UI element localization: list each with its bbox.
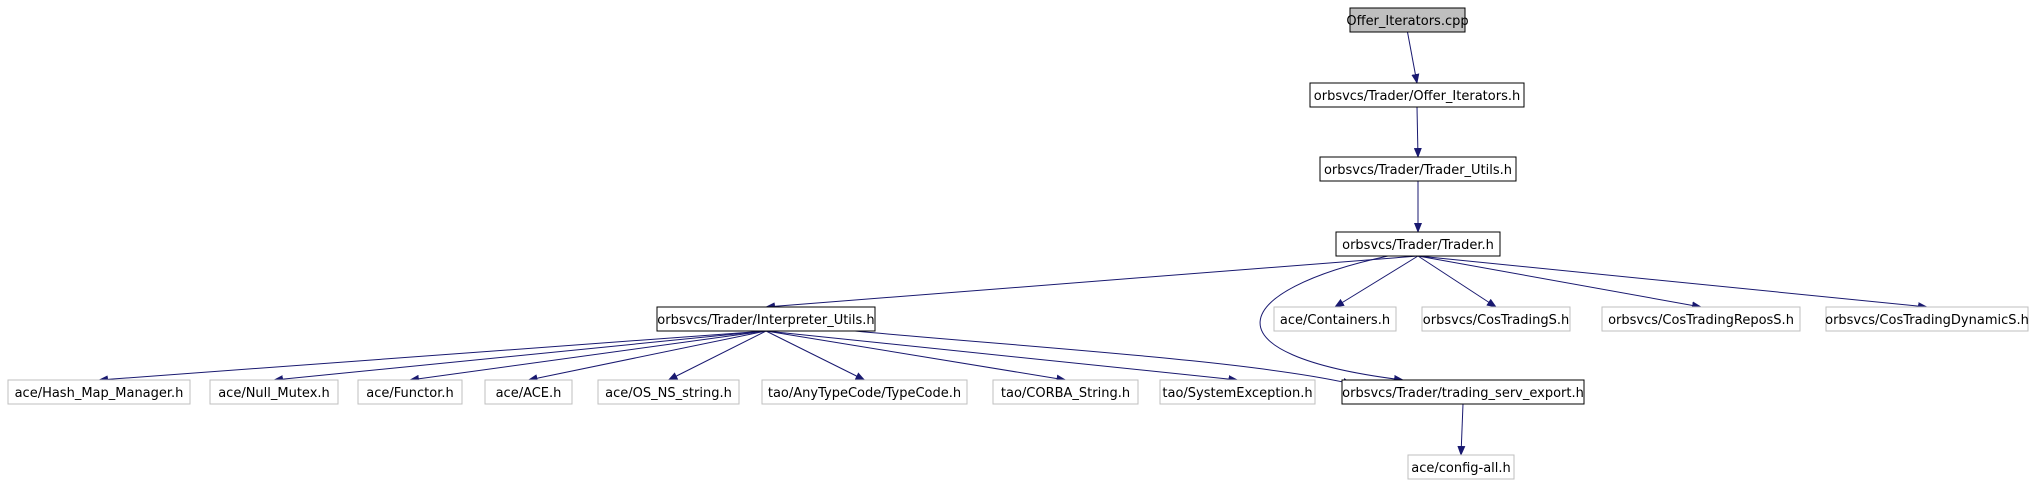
node-box: [1159, 379, 1316, 405]
edge-interpreter_utils_h-to-functor_h: [409, 330, 767, 383]
node-label: ace/Containers.h: [1280, 313, 1390, 328]
node-label: ace/Hash_Map_Manager.h: [15, 386, 184, 401]
node-box: [1341, 379, 1585, 405]
node-label: tao/SystemException.h: [1162, 386, 1312, 401]
node-label: tao/CORBA_String.h: [1001, 386, 1130, 401]
edge-trader_h-to-containers_h: [1334, 255, 1419, 308]
node-trader_h[interactable]: orbsvcs/Trader/Trader.h: [1335, 231, 1501, 257]
node-functor_h: ace/Functor.h: [357, 379, 463, 405]
node-label: orbsvcs/Trader/Trader.h: [1342, 238, 1494, 253]
node-label: ace/OS_NS_string.h: [605, 386, 732, 401]
edge-interpreter_utils_h-to-corba_string_h: [765, 330, 1067, 383]
node-label: orbsvcs/CosTradingDynamicS.h: [1825, 313, 2029, 328]
edge-trading_serv_export_h-to-config_all_h: [1457, 403, 1466, 456]
edge-interpreter_utils_h-to-trading_serv_export_h: [854, 330, 1353, 386]
edge-interpreter_utils_h-to-hash_map_manager_h: [98, 330, 767, 384]
node-box: [992, 379, 1139, 405]
node-typecode_h: tao/AnyTypeCode/TypeCode.h: [761, 379, 968, 405]
node-label: ace/Functor.h: [366, 386, 453, 401]
node-box: [656, 306, 876, 332]
edge-interpreter_utils_h-to-systemexception_h: [765, 330, 1239, 384]
node-null_mutex_h: ace/Null_Mutex.h: [209, 379, 339, 405]
node-label: Offer_Iterators.cpp: [1346, 14, 1468, 29]
edge-trader_h-to-costradingdynamics_h: [1417, 255, 1928, 311]
node-label: orbsvcs/Trader/Trader_Utils.h: [1324, 163, 1512, 178]
node-label: orbsvcs/Trader/trading_serv_export.h: [1342, 386, 1584, 401]
node-costradingdynamics_h: orbsvcs/CosTradingDynamicS.h: [1825, 306, 2029, 332]
node-box: [1601, 306, 1801, 332]
edge-interpreter_utils_h-to-ace_h: [527, 330, 767, 383]
node-systemexception_h: tao/SystemException.h: [1159, 379, 1316, 405]
node-label: orbsvcs/CosTradingReposS.h: [1608, 313, 1794, 328]
node-box: [761, 379, 968, 405]
edge-trader_h-to-costradingreposs_h: [1417, 255, 1702, 310]
edge-trader_h-to-interpreter_utils_h: [765, 255, 1419, 311]
node-offer_iterators_cpp[interactable]: Offer_Iterators.cpp: [1346, 7, 1469, 33]
node-os_ns_string_h: ace/OS_NS_string.h: [597, 379, 740, 405]
node-config_all_h: ace/config-all.h: [1407, 454, 1515, 480]
node-label: ace/Null_Mutex.h: [218, 386, 330, 401]
edge-trader_h-to-trading_serv_export_h: [1259, 255, 1404, 383]
nodes: Offer_Iterators.cpp orbsvcs/Trader/Offer_…: [7, 7, 2029, 480]
node-containers_h: ace/Containers.h: [1273, 306, 1397, 332]
node-costradingreposs_h: orbsvcs/CosTradingReposS.h: [1601, 306, 1801, 332]
node-hash_map_manager_h: ace/Hash_Map_Manager.h: [7, 379, 191, 405]
node-label: orbsvcs/Trader/Offer_Iterators.h: [1314, 89, 1520, 104]
edge-trader_h-to-costradings_h: [1417, 255, 1497, 308]
node-box: [1407, 454, 1515, 480]
node-costradings_h: orbsvcs/CosTradingS.h: [1421, 306, 1571, 332]
edges: [98, 31, 1928, 456]
node-trading_serv_export_h[interactable]: orbsvcs/Trader/trading_serv_export.h: [1341, 379, 1585, 405]
edge-offer_iterators_cpp-to-offer_iterators_h: [1407, 31, 1420, 84]
node-label: orbsvcs/CosTradingS.h: [1423, 313, 1569, 328]
node-box: [1335, 231, 1501, 257]
node-trader_utils_h[interactable]: orbsvcs/Trader/Trader_Utils.h: [1319, 156, 1517, 182]
node-interpreter_utils_h[interactable]: orbsvcs/Trader/Interpreter_Utils.h: [656, 306, 876, 332]
edge-interpreter_utils_h-to-null_mutex_h: [273, 330, 767, 384]
node-label: orbsvcs/Trader/Interpreter_Utils.h: [657, 313, 874, 328]
node-box: [1273, 306, 1397, 332]
node-box: [1825, 306, 2029, 332]
edge-interpreter_utils_h-to-typecode_h: [765, 330, 866, 381]
node-box: [357, 379, 463, 405]
node-box: [597, 379, 740, 405]
node-corba_string_h: tao/CORBA_String.h: [992, 379, 1139, 405]
edge-interpreter_utils_h-to-os_ns_string_h: [667, 330, 767, 381]
node-offer_iterators_h[interactable]: orbsvcs/Trader/Offer_Iterators.h: [1309, 82, 1525, 108]
node-ace_h: ace/ACE.h: [484, 379, 573, 405]
edge-offer_iterators_h-to-trader_utils_h: [1413, 106, 1422, 158]
node-box: [209, 379, 339, 405]
node-box: [484, 379, 573, 405]
node-label: ace/ACE.h: [496, 386, 562, 401]
node-box: [1309, 82, 1525, 108]
node-box: [1319, 156, 1517, 182]
node-label: ace/config-all.h: [1411, 461, 1511, 476]
node-box: [1349, 7, 1466, 33]
node-label: tao/AnyTypeCode/TypeCode.h: [768, 386, 961, 401]
node-box: [1421, 306, 1571, 332]
node-box: [7, 379, 191, 405]
